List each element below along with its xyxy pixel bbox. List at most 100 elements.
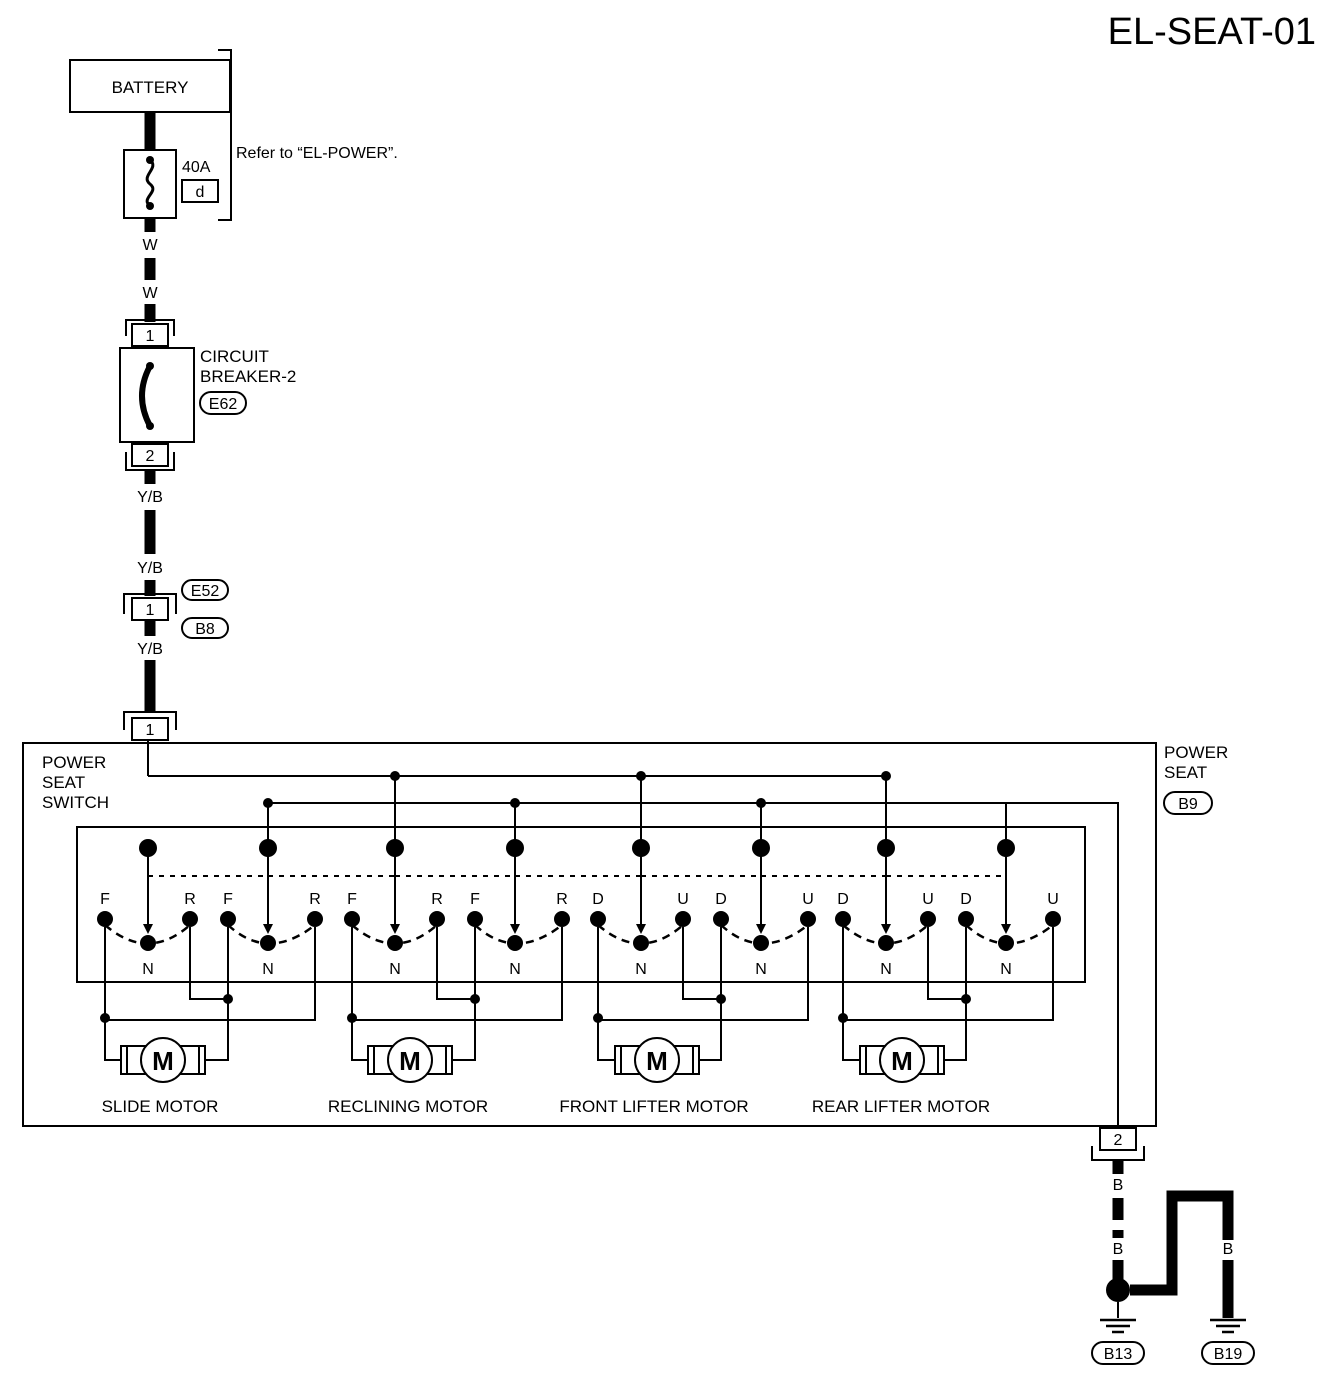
motor-1-wire-right [205,927,229,1061]
motor-4-arrow-a-head [881,924,891,934]
motor-4-wire-right [944,927,967,1061]
motor-1-contact-label-2: R [184,891,196,908]
joint-connector-b-badge [181,617,229,639]
motor-2-wire-cross-l [352,927,563,1021]
fuse-bracket [218,49,232,221]
diagram-title: EL-SEAT-01 [1108,11,1316,53]
battery-label: BATTERY [112,78,189,97]
wire-yb-label-1: Y/B [137,489,163,506]
motor-4-contact-1 [835,911,851,927]
motor-2-wire-left [351,927,368,1061]
motor-1-ground-junction [263,798,273,808]
seat-pin-out-box [1099,1127,1137,1151]
motor-2-arrow-b-head [510,924,520,934]
fuse-note: Refer to “EL-POWER”. [236,145,398,162]
joint-connector-a: E52 [191,583,220,600]
motor-3-contact-3 [713,911,729,927]
switch-label-3: SWITCH [42,793,109,812]
motor-4-motor-symbol: M [891,1046,913,1076]
motor-1-arc-2 [227,924,316,945]
fuse-rating: 40A [182,159,211,176]
wire-b-to-b19 [1130,1190,1234,1296]
motor-4-contact-label-1: D [837,891,849,908]
motor-1-motor-icon [140,1037,186,1083]
joint-connector-frame [123,593,177,614]
breaker-connector-top [125,319,175,336]
battery-box [69,59,231,113]
motor-1-junction-right [223,994,233,1004]
motor-2-contact-label-4: R [556,891,568,908]
breaker-body [119,347,195,443]
ground-b19-label: B19 [1214,1346,1243,1363]
power-seat-connector-badge [1163,791,1213,815]
motor-3-arrow-b-head [756,924,766,934]
wire-yb-label-2: Y/B [137,560,163,577]
motor-4-n-label-b: N [1000,961,1012,978]
motor-2-motor-symbol: M [399,1046,421,1076]
motor-4-contact-3 [958,911,974,927]
motor-2-junction-left [347,1013,357,1023]
motor-1-contact-label-3: F [223,891,233,908]
motor-3-contact-label-1: D [592,891,604,908]
motor-2-contact-label-1: F [347,891,357,908]
motor-1-contact-label-1: F [100,891,110,908]
power-seat-box [22,742,1157,1127]
ground-b19: B19 [1201,1318,1255,1365]
motor-1-arrow-a-head [143,924,153,934]
power-seat-label-2: SEAT [1164,763,1207,782]
fuse-icon [145,158,155,208]
breaker-label-1: CIRCUIT [200,347,269,366]
motor-1-junction-left [100,1013,110,1023]
breaker-pin-in-box [131,323,169,347]
joint-connector-b: B8 [195,621,215,638]
motor-4-contact-4 [1045,911,1061,927]
motor-4-name: REAR LIFTER MOTOR [812,1097,990,1116]
ground-b13-label: B13 [1104,1346,1133,1363]
motor-4-junction-left [838,1013,848,1023]
motor-3-arrow-a-head [636,924,646,934]
motor-2-contact-label-3: F [470,891,480,908]
wire-b-label-2: B [1113,1241,1124,1258]
motor-1-contact-4 [307,911,323,927]
breaker-connector-badge [199,391,247,415]
motor-2-wire-right [452,927,476,1061]
motor-3-junction-left [593,1013,603,1023]
breaker-pin-out: 2 [146,448,155,465]
motor-1-contact-3 [220,911,236,927]
breaker-pin-out-box [131,443,169,467]
motor-4-contact-2 [920,911,936,927]
motor-4-contact-label-4: U [1047,891,1059,908]
wire-b-label-4: B [1223,1241,1234,1258]
ground-bus [267,802,1119,1134]
motor-3-contact-label-4: U [802,891,814,908]
motor-3-n-label-b: N [755,961,767,978]
motor-2-junction-right [470,994,480,1004]
seat-pin-in-box [131,717,169,741]
motor-4-arc-1 [842,924,929,945]
wire-w-label-2: W [142,285,158,302]
ground-b13: B13 [1091,1318,1145,1365]
switch-label-1: POWER [42,753,106,772]
motor-3-contact-2 [675,911,691,927]
breaker-label-2: BREAKER-2 [200,367,296,386]
circuit-breaker-icon [139,364,153,428]
motor-2-arc-1 [351,924,438,945]
wire-b-label-3: B [1167,1241,1178,1258]
motor-2-arrow-a-head [390,924,400,934]
motor-1-contact-1 [97,911,113,927]
breaker-pin-in: 1 [146,328,155,345]
motor-1-contact-2 [182,911,198,927]
motor-3-contact-4 [800,911,816,927]
motor-3-wire-left [597,927,615,1061]
motor-1-n-label-b: N [262,961,274,978]
power-seat-label-1: POWER [1164,743,1228,762]
joint-pin: 1 [146,602,155,619]
motor-4-motor-icon [879,1037,925,1083]
motor-1-motor-symbol: M [152,1046,174,1076]
motor-3-wire-right [699,927,722,1061]
motor-3-motor-icon [634,1037,680,1083]
motor-3-contact-1 [590,911,606,927]
motor-1-n-label-a: N [142,961,154,978]
